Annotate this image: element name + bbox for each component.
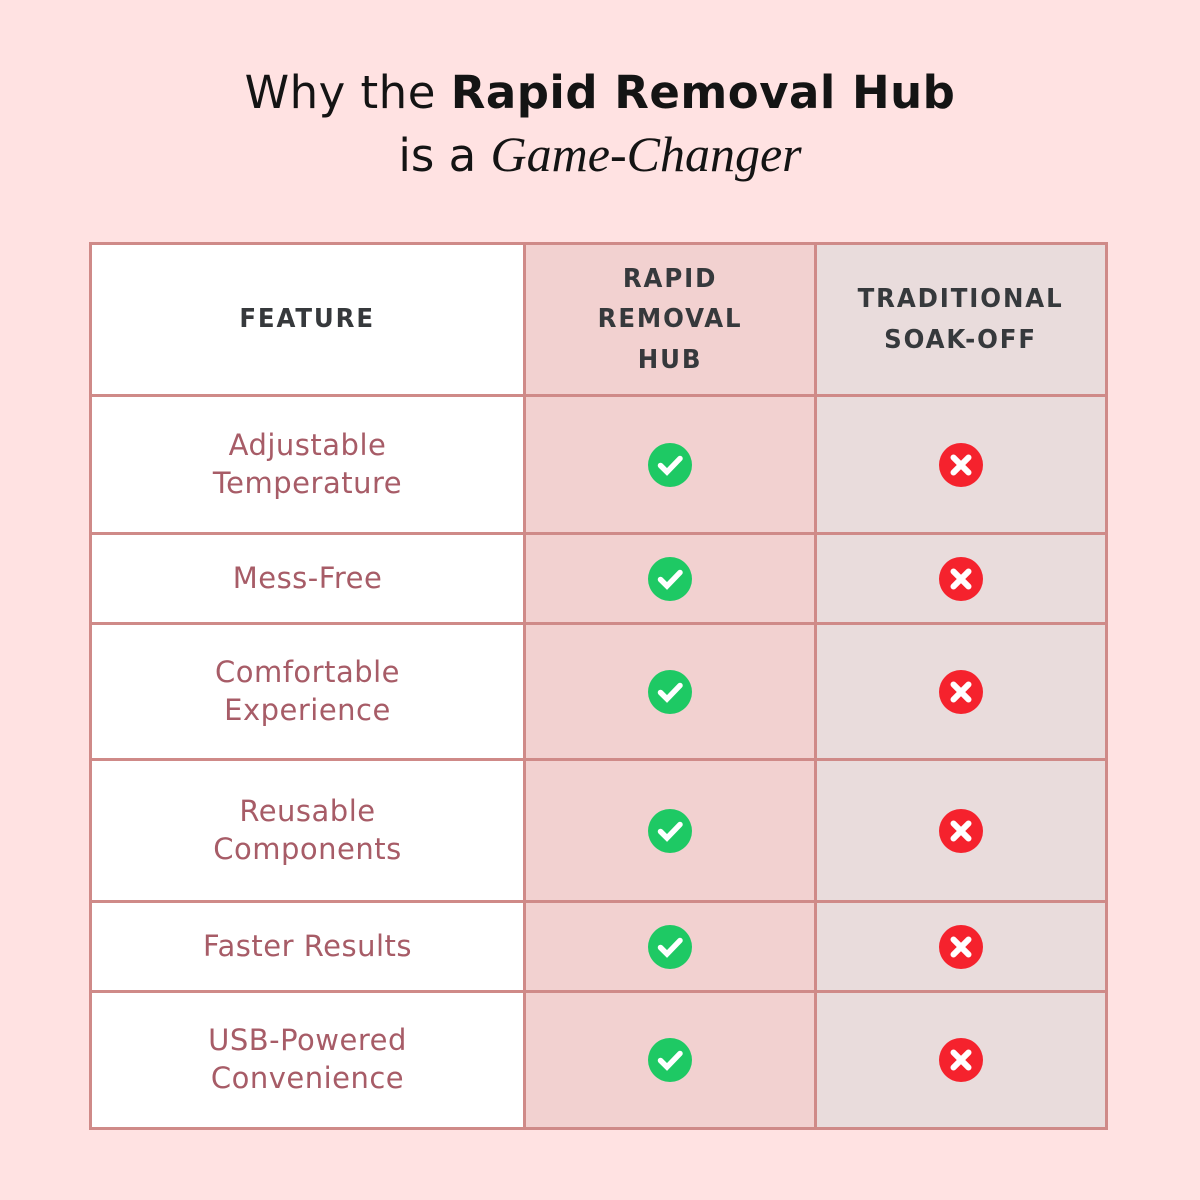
- title-line-2: is a Game-Changer: [0, 122, 1200, 186]
- title-line2-italic: Game-Changer: [490, 125, 802, 182]
- result-cell-rapid: [526, 535, 814, 622]
- cross-icon: [939, 442, 983, 487]
- result-cell-traditional: [817, 625, 1105, 758]
- title-line1-bold: Rapid Removal Hub: [450, 66, 956, 119]
- feature-cell-usb-powered-convenience: USB-Powered Convenience: [92, 993, 523, 1127]
- feature-cell-reusable-components: Reusable Components: [92, 761, 523, 900]
- feature-label: Mess-Free: [232, 560, 383, 595]
- result-cell-rapid: [526, 903, 814, 990]
- header-cell-traditional-soak-off: TRADITIONAL SOAK-OFF: [817, 245, 1105, 394]
- title-line1-regular: Why the: [244, 66, 451, 119]
- header-cell-feature: FEATURE: [92, 245, 523, 394]
- result-cell-traditional: [817, 535, 1105, 622]
- feature-label: Reusable Components: [213, 793, 402, 866]
- feature-cell-adjustable-temperature: Adjustable Temperature: [92, 397, 523, 532]
- feature-label: Adjustable Temperature: [212, 427, 403, 500]
- feature-label: Comfortable Experience: [214, 654, 401, 727]
- result-cell-traditional: [817, 397, 1105, 532]
- result-cell-traditional: [817, 761, 1105, 900]
- result-cell-traditional: [817, 993, 1105, 1127]
- header-label-feature: FEATURE: [239, 304, 376, 335]
- result-cell-rapid: [526, 993, 814, 1127]
- title-line2-regular: is a: [398, 128, 491, 182]
- check-icon: [648, 442, 692, 487]
- cross-icon: [939, 924, 983, 969]
- cross-icon: [939, 808, 983, 853]
- page-title: Why the Rapid Removal Hub is a Game-Chan…: [0, 64, 1200, 186]
- comparison-table: FEATURE RAPID REMOVAL HUB TRADITIONAL SO…: [89, 242, 1108, 1130]
- cross-icon: [939, 556, 983, 601]
- feature-cell-faster-results: Faster Results: [92, 903, 523, 990]
- title-line-1: Why the Rapid Removal Hub: [0, 64, 1200, 122]
- header-label-traditional-soak-off: TRADITIONAL SOAK-OFF: [858, 284, 1064, 355]
- header-cell-rapid-removal-hub: RAPID REMOVAL HUB: [526, 245, 814, 394]
- cross-icon: [939, 669, 983, 714]
- check-icon: [648, 924, 692, 969]
- result-cell-rapid: [526, 397, 814, 532]
- feature-label: USB-Powered Convenience: [208, 1023, 407, 1095]
- check-icon: [648, 1038, 692, 1082]
- feature-cell-comfortable-experience: Comfortable Experience: [92, 625, 523, 758]
- check-icon: [648, 808, 692, 853]
- header-label-rapid-removal-hub: RAPID REMOVAL HUB: [597, 264, 743, 375]
- result-cell-rapid: [526, 625, 814, 758]
- check-icon: [648, 669, 692, 714]
- feature-cell-mess-free: Mess-Free: [92, 535, 523, 622]
- feature-label: Faster Results: [203, 928, 412, 963]
- result-cell-traditional: [817, 903, 1105, 990]
- cross-icon: [939, 1038, 983, 1082]
- check-icon: [648, 556, 692, 601]
- result-cell-rapid: [526, 761, 814, 900]
